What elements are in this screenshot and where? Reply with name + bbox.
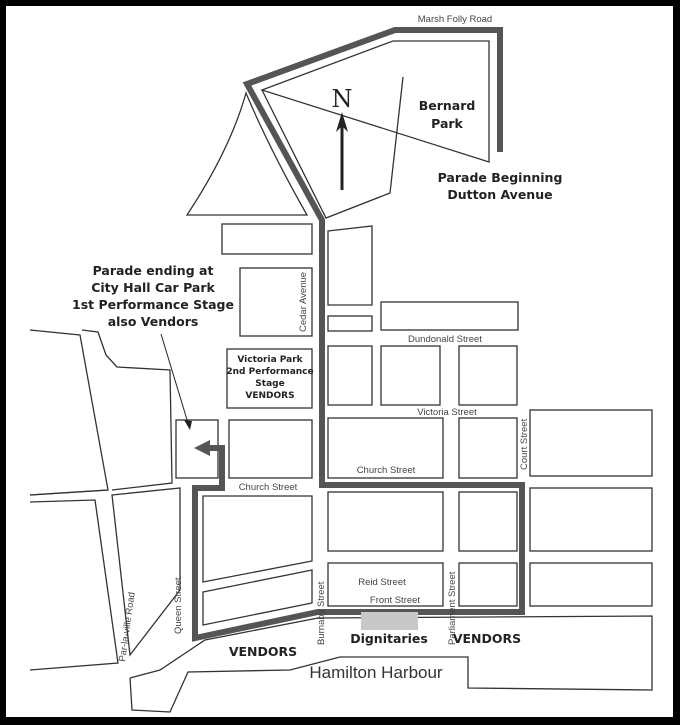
vendors-label-east: VENDORS (453, 631, 521, 646)
street-church-west: Church Street (239, 482, 298, 493)
street-burnaby: Burnaby Street (316, 581, 327, 645)
route-end-arrow-icon (194, 440, 210, 456)
triangle-park (185, 91, 309, 216)
hamilton-harbour-label: Hamilton Harbour (309, 663, 443, 682)
north-label: N (332, 85, 353, 113)
street-victoria: Victoria Street (417, 407, 477, 418)
bernard-park-outline (260, 40, 490, 163)
street-reid: Reid Street (358, 577, 406, 588)
parade-route (192, 27, 525, 642)
pointer-arrow-icon (184, 420, 192, 430)
street-court: Court Street (519, 418, 530, 470)
vendors-label-west: VENDORS (229, 644, 297, 659)
street-parliament: Parliament Street (447, 571, 458, 645)
north-arrow: N (332, 85, 353, 190)
bernard-park-boundary (261, 76, 404, 219)
dignitaries-stand (361, 612, 418, 630)
dignitaries-label: Dignitaries (350, 631, 428, 646)
street-church-east: Church Street (357, 465, 416, 476)
street-marsh-folly: Marsh Folly Road (418, 14, 492, 25)
street-dundonald: Dundonald Street (408, 334, 482, 345)
street-queen: Queen Street (173, 577, 184, 634)
pointer-line (160, 333, 189, 424)
street-cedar: Cedar Avenue (298, 272, 309, 332)
victoria-park-block (226, 348, 313, 409)
street-front: Front Street (370, 595, 421, 606)
city-blocks (29, 223, 653, 713)
